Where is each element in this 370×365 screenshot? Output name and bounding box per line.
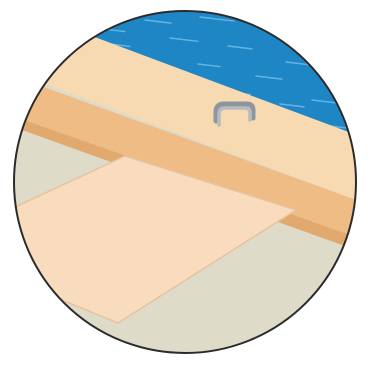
pool-illustration-stage xyxy=(0,0,370,365)
pool-deck-illustration xyxy=(0,0,370,365)
